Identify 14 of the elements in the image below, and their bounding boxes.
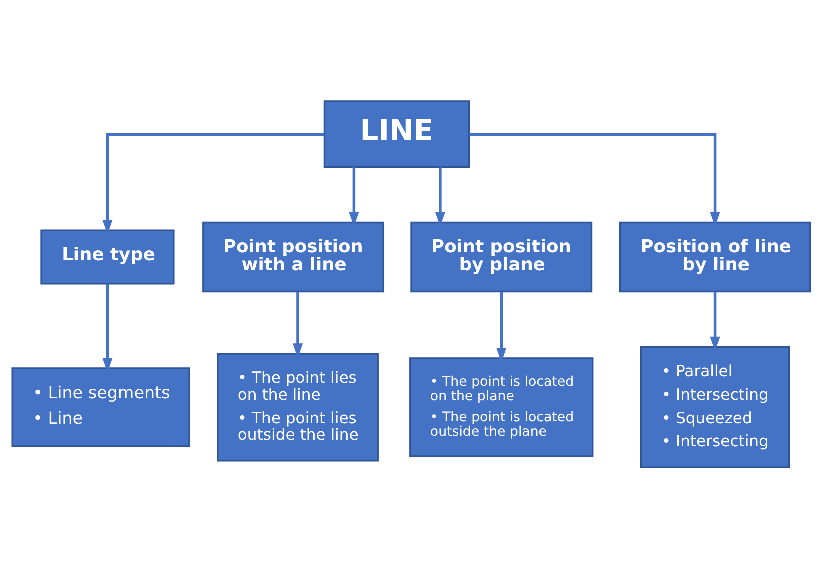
node-box: Line type: [40, 230, 175, 285]
node-box: LINE: [324, 100, 470, 168]
arrow: [435, 167, 446, 227]
node-box: • The point is located on the plane • The point is located outside the plane: [410, 358, 594, 458]
arrow: [470, 133, 720, 227]
arrow: [496, 292, 507, 362]
arrow: [710, 292, 720, 352]
node-box: • Line segments • Line: [12, 368, 190, 448]
node-box: • The point lies on the line • The point lies outside the line: [217, 353, 379, 462]
arrow: [349, 167, 360, 227]
node-box: • Parallel • Intersecting • Squeezed • Intersecting: [640, 346, 790, 468]
node-box: Position of line by line: [619, 222, 812, 293]
node-box: Point position with a line: [202, 222, 385, 293]
node-box: Point position by plane: [410, 222, 593, 293]
